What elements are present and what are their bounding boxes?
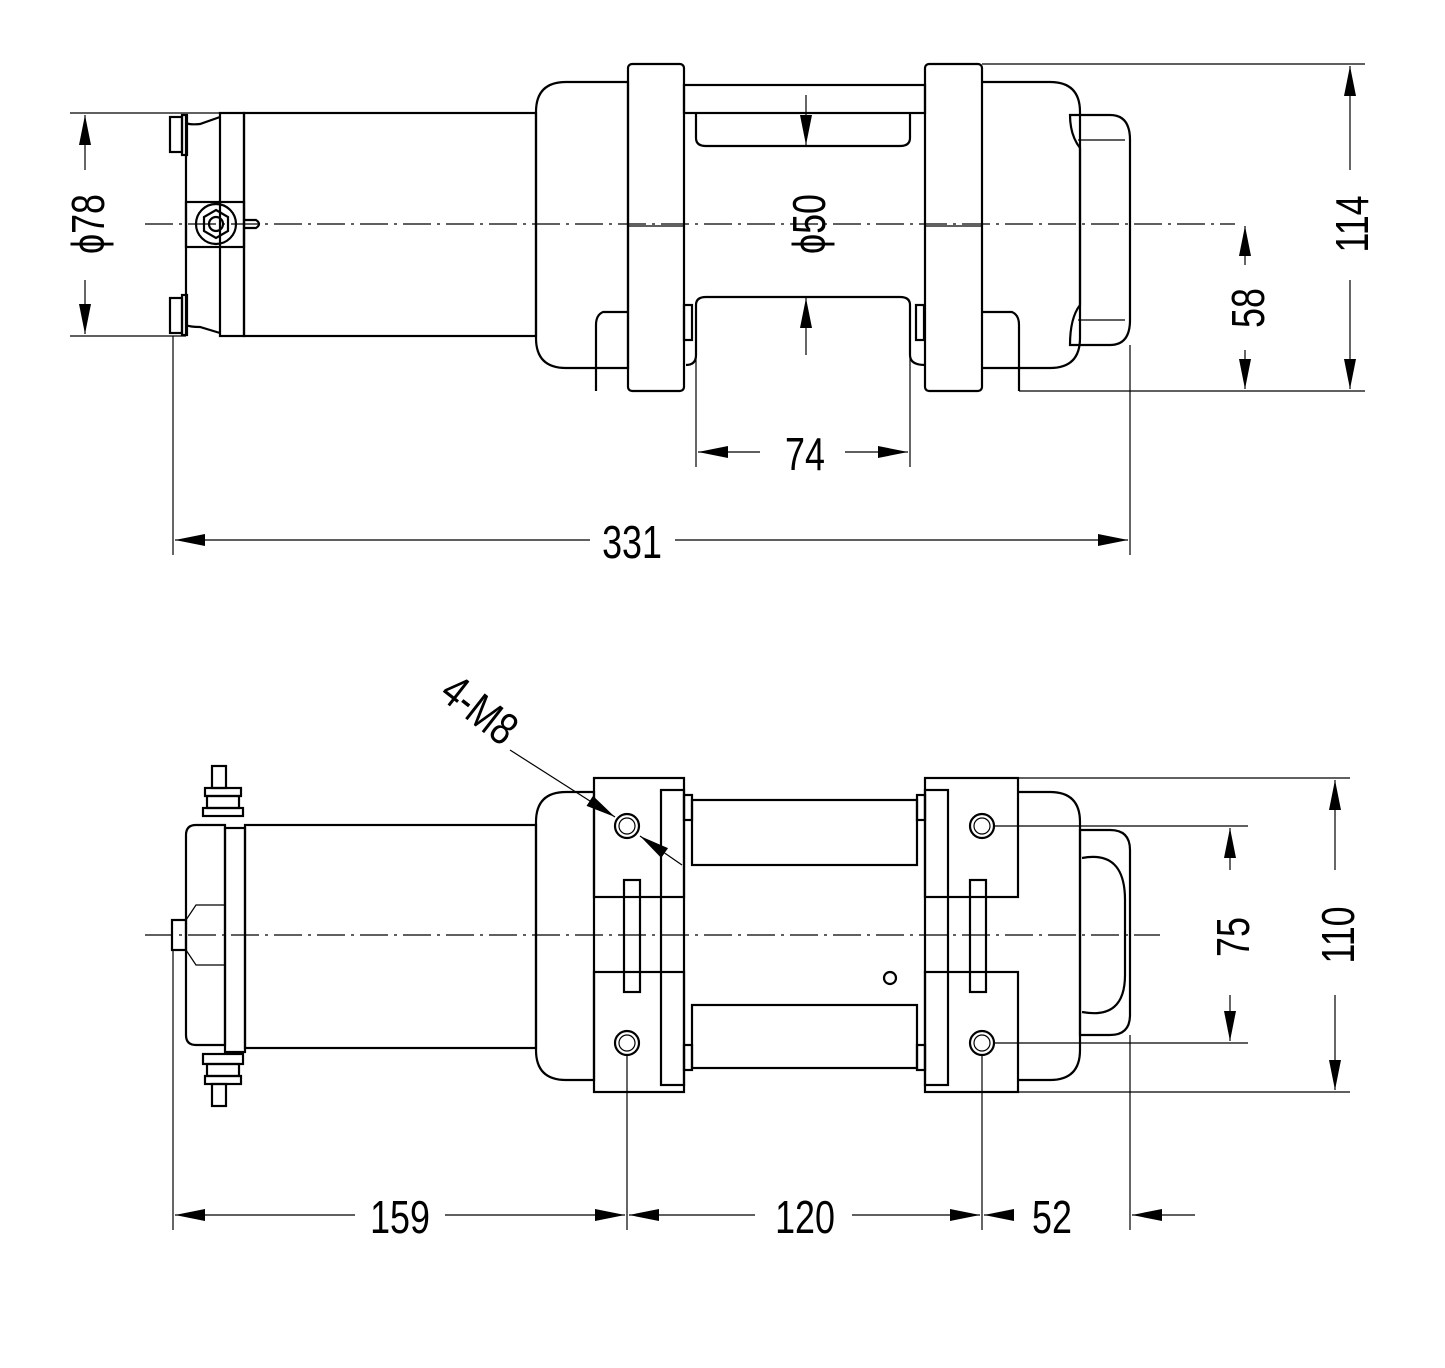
brake-knob — [1078, 828, 1132, 1037]
right-bracket-lower — [923, 970, 1020, 1094]
drum-lower — [690, 1003, 919, 1070]
top-view: ϕ78 ϕ50 114 58 74 331 — [63, 62, 1378, 568]
left-bracket — [626, 62, 686, 393]
dim-overall-width: 110 — [1313, 906, 1364, 963]
dim-mounting-bolts: 4-M8 — [432, 664, 528, 755]
bolt-head — [168, 296, 184, 335]
bolt-head — [168, 115, 184, 154]
motor-body — [243, 823, 538, 1050]
dim-bolt-spacing-horizontal: 120 — [775, 1192, 835, 1243]
right-housing — [1018, 790, 1082, 1082]
terminal-nut — [194, 202, 238, 246]
drum — [694, 113, 912, 148]
terminal-post — [210, 1082, 228, 1108]
left-housing — [534, 80, 630, 370]
mounting-hole — [613, 812, 641, 840]
dim-drum-diameter: ϕ50 — [784, 194, 835, 254]
bolt-head — [170, 918, 188, 952]
drum-upper — [690, 798, 919, 867]
brake-knob — [1068, 113, 1132, 347]
dim-bolt-spacing-vertical: 75 — [1208, 917, 1259, 957]
dim-bolt-to-end: 52 — [1032, 1192, 1072, 1243]
mounting-hole — [968, 812, 996, 840]
left-housing — [534, 790, 596, 1082]
dim-drum-length: 74 — [785, 429, 825, 480]
bottom-view: 4-M8 75 110 159 120 52 — [145, 664, 1364, 1243]
tie-bar — [682, 83, 927, 115]
dim-motor-diameter: ϕ78 — [63, 194, 114, 254]
terminal-post — [210, 764, 228, 790]
dim-motor-to-bolt: 159 — [370, 1192, 430, 1243]
end-plate — [223, 826, 247, 1054]
right-bracket — [923, 62, 984, 393]
dim-overall-length: 331 — [602, 517, 662, 568]
right-housing — [982, 80, 1082, 370]
dim-overall-height: 114 — [1327, 195, 1378, 252]
dim-base-height: 58 — [1223, 288, 1274, 328]
